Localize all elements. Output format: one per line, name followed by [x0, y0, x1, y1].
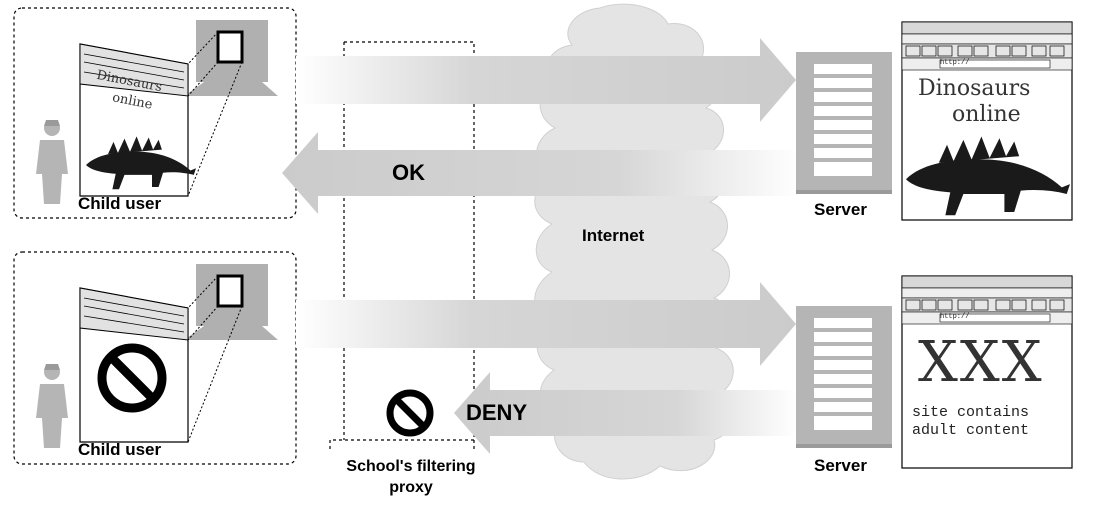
child-box-bottom — [13, 251, 297, 465]
adult-page-line2: adult content — [912, 422, 1030, 439]
server-icon — [796, 52, 892, 194]
stegosaurus-icon — [906, 136, 1070, 216]
server-label-top: Server — [814, 200, 867, 219]
request-arrow-top — [296, 38, 796, 122]
person-icon — [36, 120, 68, 204]
server-label-bottom: Server — [814, 456, 867, 475]
request-arrow-bottom — [296, 282, 796, 366]
prohibited-icon — [386, 389, 434, 437]
child-box-top — [13, 7, 297, 219]
child-user-label-top: Child user — [78, 194, 162, 213]
computer-icon — [184, 20, 278, 96]
url-field-bottom: http:// — [940, 313, 970, 321]
ok-arrow — [282, 132, 800, 214]
dino-page-title-line1: Dinosaurs — [918, 76, 1031, 101]
url-field-top: http:// — [940, 59, 970, 67]
prohibited-icon — [97, 343, 167, 413]
deny-label: DENY — [466, 400, 528, 425]
proxy-label-line2: proxy — [389, 479, 433, 496]
computer-icon — [184, 264, 278, 340]
child-user-label-bottom: Child user — [78, 440, 162, 459]
proxy-label: School's filtering proxy — [326, 456, 496, 498]
dino-page-title-line2: online — [952, 102, 1021, 127]
ok-label: OK — [392, 160, 425, 185]
stegosaurus-icon — [86, 136, 196, 190]
browser-window-icon — [79, 275, 243, 443]
adult-page-line1: site contains — [912, 404, 1030, 421]
server-icon — [796, 306, 892, 448]
internet-label: Internet — [582, 226, 645, 245]
browser-window-icon — [901, 275, 1073, 469]
person-icon — [36, 364, 68, 448]
proxy-box — [330, 41, 475, 441]
deny-arrow — [454, 372, 796, 454]
proxy-label-line1: School's filtering — [346, 458, 476, 475]
adult-page-title: XXX — [918, 330, 1044, 395]
